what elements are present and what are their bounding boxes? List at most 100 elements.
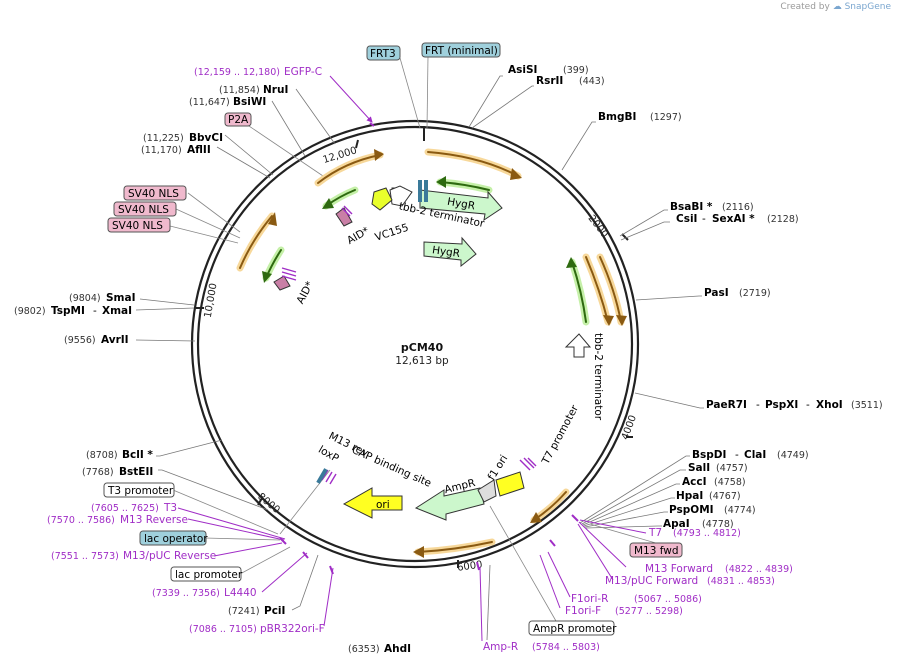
ampr-promoter-box xyxy=(528,620,615,636)
orf-arrowhead xyxy=(374,149,384,161)
enzyme-bsteii: BstEII xyxy=(119,466,153,478)
primer-m13puc-forward-pos: (4831 .. 4853) xyxy=(707,576,775,587)
enzyme-separator: - xyxy=(756,399,760,411)
primer-m13puc-reverse-pos: (7551 .. 7573) xyxy=(51,551,119,562)
primer-m13-forward-pos: (4822 .. 4839) xyxy=(725,564,793,575)
orf-arrow xyxy=(236,212,276,272)
primer-m13puc-reverse: M13/pUC Reverse xyxy=(123,550,216,562)
enzyme-bspdi: BspDI xyxy=(692,449,726,461)
enzyme-csii-pos: (2128) xyxy=(767,214,799,225)
primer-labels: EGFP-C (12,159 .. 12,180) T7 (4793 .. 48… xyxy=(47,66,793,653)
tick-2000 xyxy=(621,233,629,241)
aid-label-2: AID* xyxy=(294,280,316,306)
loxp-label: loxP xyxy=(316,444,341,465)
hygr-label-1: HygR xyxy=(446,196,476,213)
primer-t3: T3 xyxy=(163,502,177,514)
frt3-label: FRT3 xyxy=(370,48,396,60)
enzyme-rsrii-pos: (443) xyxy=(579,76,605,87)
enzyme-paer7i-pos: (3511) xyxy=(851,400,883,411)
boxed-features: FRT3 FRT (minimal) P2A SV40 NLS SV40 NLS… xyxy=(103,42,683,636)
tick-12000 xyxy=(355,139,359,149)
hygr-arrow-2 xyxy=(423,236,477,268)
enzyme-separator: - xyxy=(735,449,739,461)
hygr-label-2: HygR xyxy=(431,244,460,260)
orf-arrowhead xyxy=(413,546,424,558)
enzyme-sexai: SexAI * xyxy=(712,213,755,225)
vc155-arrow xyxy=(371,187,393,211)
enzyme-hpai: HpaI xyxy=(676,490,703,502)
lac-promoter-label: lac promoter xyxy=(175,569,243,581)
f1ori-shape xyxy=(477,479,497,503)
aid-arrow-2 xyxy=(273,275,291,291)
primer-f1ori-f: F1ori-F xyxy=(565,605,601,617)
orf-arrow xyxy=(317,154,381,184)
enzyme-leaders xyxy=(135,75,704,641)
tick-label-6000: 6000 xyxy=(457,559,484,573)
primer-pbr322ori-f-pos: (7086 .. 7105) xyxy=(189,624,257,635)
enzyme-pasi: PasI xyxy=(704,287,729,299)
enzyme-apai-pos: (4778) xyxy=(702,519,734,530)
enzyme-bbvci-pos: (11,225) xyxy=(143,133,184,144)
primer-f1ori-r-pos: (5067 .. 5086) xyxy=(634,594,702,605)
sv40-nls-box-2 xyxy=(113,201,177,217)
primer-marks xyxy=(279,122,579,575)
sv40-nls-label-2: SV40 NLS xyxy=(118,204,169,216)
tbb2-terminator-label-2: tbb-2 terminator xyxy=(592,333,604,421)
t7-promoter-arrow xyxy=(495,471,525,497)
enzyme-acci: AccI xyxy=(682,476,706,488)
enzyme-bcli-pos: (8708) xyxy=(86,450,118,461)
frt-minimal-label: FRT (minimal) xyxy=(425,45,498,57)
enzyme-sali: SalI xyxy=(688,462,710,474)
enzyme-smai-pos: (9804) xyxy=(69,293,101,304)
enzyme-pasi-pos: (2719) xyxy=(739,288,771,299)
orf-arrowhead xyxy=(530,512,542,523)
ampr-arrow xyxy=(414,487,485,521)
primer-t7: T7 xyxy=(648,527,662,539)
snapgene-credit: Created by ☁ SnapGene xyxy=(780,2,891,12)
orf-arrow xyxy=(417,541,493,553)
t7-promoter-label: T7 promoter xyxy=(539,403,581,468)
enzyme-rsrii: RsrII xyxy=(536,75,563,87)
primer-m13-forward: M13 Forward xyxy=(645,563,713,575)
enzyme-pcii: PciI xyxy=(264,605,285,617)
primer-t7-pos: (4793 .. 4812) xyxy=(673,528,741,539)
frt-site-mark xyxy=(424,180,428,202)
tick-label-4000: 4000 xyxy=(620,414,639,442)
primer-amp-r-pos: (5784 .. 5803) xyxy=(532,642,600,653)
frt-site-mark xyxy=(418,180,422,202)
p2a-label: P2A xyxy=(228,114,249,126)
primer-m13puc-forward: M13/pUC Forward xyxy=(605,575,698,587)
primer-leaders xyxy=(177,75,647,642)
hygr-arrow-1 xyxy=(419,189,503,222)
enzyme-ahdi-pos: (6353) xyxy=(348,644,380,655)
primer-t3-pos: (7605 .. 7625) xyxy=(91,503,159,514)
vc155-label: VC155 xyxy=(374,222,411,244)
enzyme-bsiwi: BsiWI xyxy=(233,96,266,108)
enzyme-pcii-pos: (7241) xyxy=(228,606,260,617)
primer-m13-reverse-pos: (7570 .. 7586) xyxy=(47,515,115,526)
enzyme-avrii: AvrII xyxy=(101,334,129,346)
m13-fwd-label: M13 fwd xyxy=(634,545,679,557)
primer-amp-r: Amp-R xyxy=(483,641,518,653)
green-orf-arrowhead xyxy=(436,176,446,188)
primer-hatch xyxy=(281,205,537,485)
orf-arrow xyxy=(424,148,522,180)
orf-arrows xyxy=(236,148,627,558)
primer-f1ori-f-pos: (5277 .. 5298) xyxy=(615,606,683,617)
enzyme-sali-pos: (4757) xyxy=(716,463,748,474)
enzyme-aflii-pos: (11,170) xyxy=(141,145,182,156)
green-orf-arrowhead xyxy=(262,271,272,283)
orf-arrowhead xyxy=(268,212,277,226)
orf-arrowhead xyxy=(616,315,627,326)
plasmid-backbone xyxy=(190,119,640,569)
enzyme-apai: ApaI xyxy=(663,518,690,530)
lac-operator-label: lac operator xyxy=(144,533,208,545)
orf-arrow xyxy=(427,151,519,177)
enzyme-nrui-pos: (11,854) xyxy=(219,85,260,96)
primer-m13-reverse: M13 Reverse xyxy=(120,514,188,526)
orf-arrowhead xyxy=(510,168,522,180)
lac-promoter-box xyxy=(170,566,242,582)
enzyme-clai: ClaI xyxy=(744,449,766,461)
primer-egfpc: EGFP-C xyxy=(284,66,322,78)
